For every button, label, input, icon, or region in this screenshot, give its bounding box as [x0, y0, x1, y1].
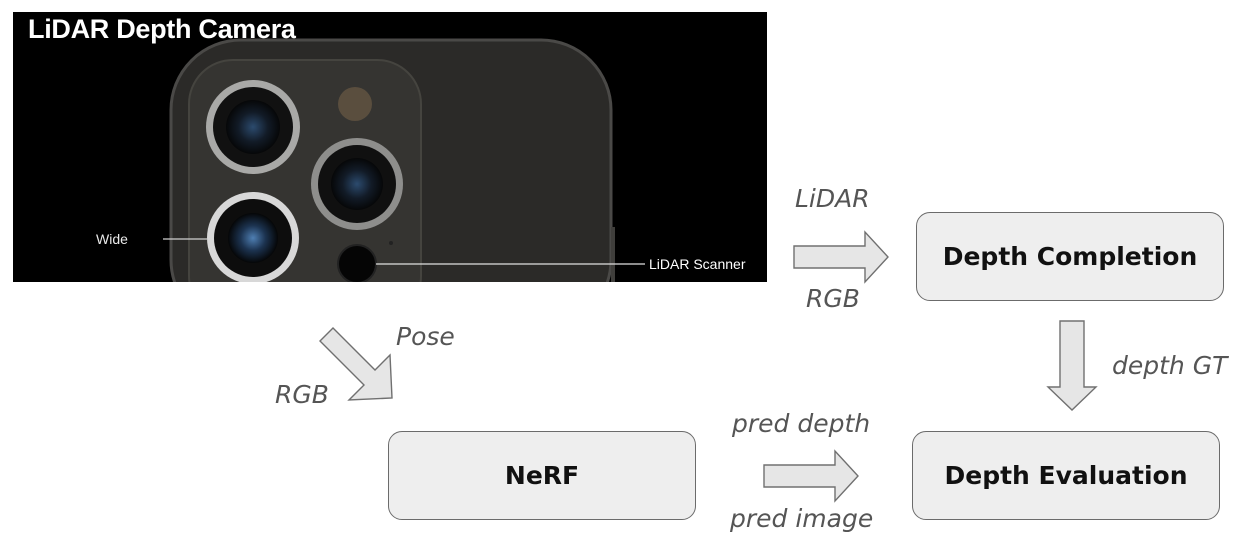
depth-evaluation-box: Depth Evaluation [912, 431, 1220, 520]
nerf-box: NeRF [388, 431, 696, 520]
phone-camera-illustration [163, 38, 645, 282]
wide-lens-label: Wide [96, 231, 128, 247]
arrow-depth-gt [1046, 320, 1098, 411]
lidar-scanner-label: LiDAR Scanner [649, 256, 746, 272]
lidar-camera-photo: LiDAR Depth Camera Wide LiDAR Scanner [13, 12, 767, 282]
edge-label-pred-image: pred image [730, 504, 874, 533]
edge-label-pose: Pose [396, 322, 455, 351]
depth-completion-box: Depth Completion [916, 212, 1224, 301]
edge-label-depth-gt: depth GT [1112, 351, 1228, 380]
edge-label-pred-depth: pred depth [732, 409, 871, 438]
photo-title: LiDAR Depth Camera [28, 14, 296, 44]
arrow-to-depth-completion [793, 230, 889, 284]
edge-label-rgb-completion: RGB [806, 284, 860, 313]
edge-label-lidar: LiDAR [795, 184, 870, 213]
edge-label-rgb-nerf: RGB [275, 380, 329, 409]
arrow-to-depth-evaluation [763, 449, 859, 503]
arrow-to-nerf [319, 327, 393, 401]
